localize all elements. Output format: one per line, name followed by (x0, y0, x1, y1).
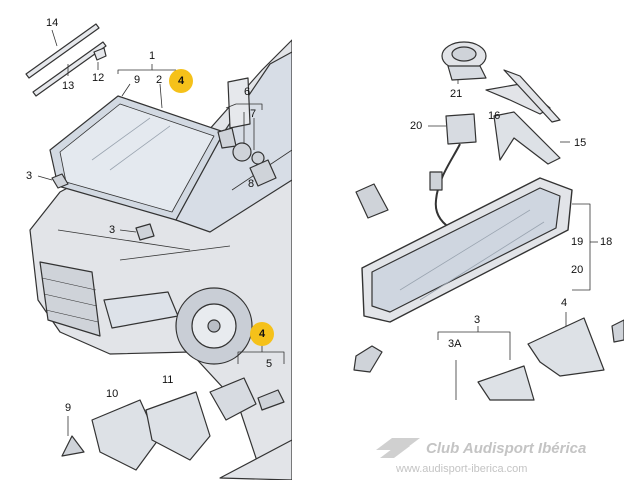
label-8: 8 (248, 178, 255, 190)
label-3A: 3A (448, 338, 462, 350)
label-19: 19 (571, 236, 584, 248)
label-3-upper: 3 (26, 170, 33, 182)
callout-4-bottom: 4 (250, 322, 274, 346)
watermark-logo (376, 438, 420, 458)
label-18: 18 (600, 236, 613, 248)
label-20-top: 20 (410, 120, 423, 132)
label-3-right: 3 (474, 314, 481, 326)
label-3-lower: 3 (109, 224, 116, 236)
label-4-right: 4 (561, 297, 568, 309)
watermark-url: www.audisport-iberica.com (396, 463, 528, 475)
label-1: 1 (149, 50, 156, 62)
label-12: 12 (92, 72, 105, 84)
label-20-bottom: 20 (571, 264, 584, 276)
label-10: 10 (106, 388, 119, 400)
label-11: 11 (162, 374, 174, 386)
callout-4-top: 4 (169, 69, 193, 93)
label-14: 14 (46, 17, 59, 29)
label-9-bottom: 9 (65, 402, 72, 414)
panel-divider (292, 0, 350, 480)
watermark-title: Club Audisport Ibérica (426, 440, 587, 457)
label-13: 13 (62, 80, 75, 92)
label-6: 6 (244, 86, 251, 98)
label-5: 5 (266, 358, 273, 370)
label-9-top: 9 (134, 74, 141, 86)
label-2: 2 (156, 74, 163, 86)
rear-view-mirror (361, 177, 573, 323)
clip-12 (93, 47, 107, 70)
mirror-parts-6-7-8 (217, 77, 277, 187)
label-7: 7 (250, 108, 257, 120)
label-15: 15 (574, 137, 587, 149)
label-16: 16 (488, 110, 501, 122)
rain-sensor-21 (441, 41, 487, 81)
label-21: 21 (450, 88, 463, 100)
trim-strip-14 (25, 23, 107, 97)
